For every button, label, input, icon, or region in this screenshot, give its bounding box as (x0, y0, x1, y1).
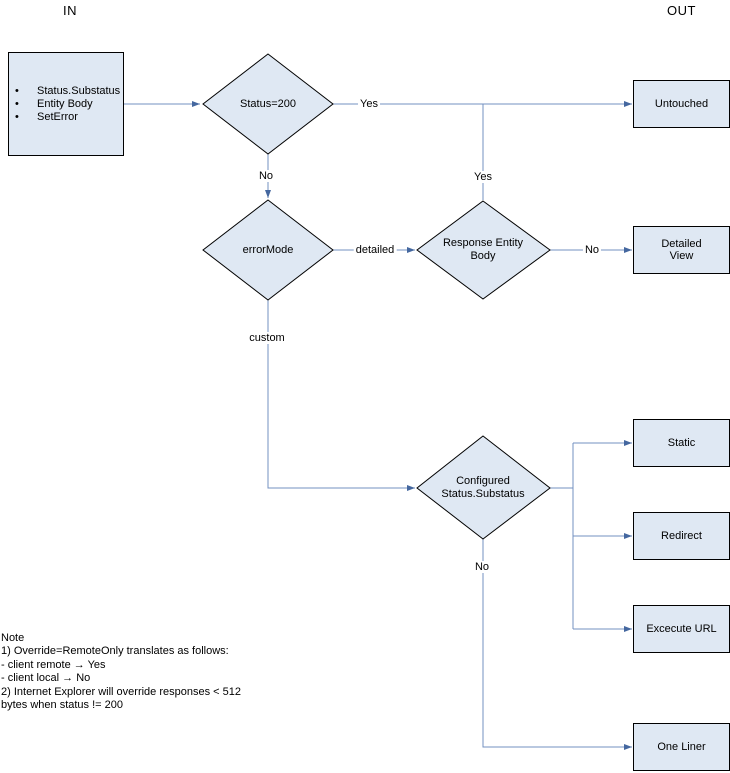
untouched-node: Untouched (633, 80, 730, 128)
execute-url-label: Excecute URL (646, 623, 717, 635)
note-block: Note 1) Override=RemoteOnly translates a… (1, 632, 241, 712)
input-item-label: Status.Substatus (37, 84, 121, 97)
bullet-icon: • (15, 110, 19, 123)
response-entity-body-diamond (416, 200, 551, 300)
input-node: • Status.Substatus • Entity Body • SetEr… (8, 52, 124, 156)
errormode-diamond (202, 199, 334, 301)
bullet-icon: • (15, 84, 19, 97)
input-item-label: SetError (37, 110, 78, 123)
list-item: • Status.Substatus (9, 85, 123, 98)
edge-label-reb-yes: Yes (472, 171, 494, 183)
status200-diamond (202, 53, 334, 155)
edge-configured-no-to-oneliner (482, 539, 632, 750)
note-line: - client local → No (1, 672, 91, 685)
edge-label-status-yes: Yes (358, 98, 380, 110)
in-label: IN (63, 3, 77, 18)
list-item: • SetError (9, 111, 123, 124)
static-node: Static (633, 419, 730, 467)
detailed-view-label: Detailed View (661, 238, 702, 262)
edge-label-configured-no: No (472, 561, 492, 573)
response-entity-body-label: Response Entity Body (442, 237, 524, 262)
note-line: bytes when status != 200 (1, 699, 123, 712)
configured-status-label: Configured Status.Substatus (441, 475, 525, 500)
detailed-view-node: Detailed View (633, 226, 730, 274)
static-label: Static (667, 437, 696, 449)
note-line: - client remote → Yes (1, 658, 106, 671)
edge-errormode-custom-to-configured (267, 300, 415, 491)
edge-label-status-no: No (256, 170, 276, 182)
redirect-label: Redirect (661, 530, 702, 542)
edge-label-errormode-custom: custom (247, 332, 287, 344)
bullet-icon: • (15, 97, 19, 110)
redirect-node: Redirect (633, 512, 730, 560)
note-line: Note (1, 632, 25, 644)
edge-label-errormode-detailed: detailed (353, 244, 397, 256)
edge-label-reb-no: No (582, 244, 602, 256)
list-item: • Entity Body (9, 98, 123, 111)
execute-url-node: Excecute URL (633, 605, 730, 653)
one-liner-node: One Liner (633, 723, 730, 771)
one-liner-label: One Liner (657, 741, 706, 753)
note-line: 1) Override=RemoteOnly translates as fol… (1, 645, 229, 658)
untouched-label: Untouched (654, 98, 709, 110)
note-line: 2) Internet Explorer will override respo… (1, 685, 241, 698)
status200-label: Status=200 (240, 98, 296, 110)
configured-status-diamond (416, 435, 551, 540)
input-item-label: Entity Body (37, 97, 93, 110)
errormode-label: errorMode (242, 244, 294, 256)
out-label: OUT (667, 3, 696, 18)
